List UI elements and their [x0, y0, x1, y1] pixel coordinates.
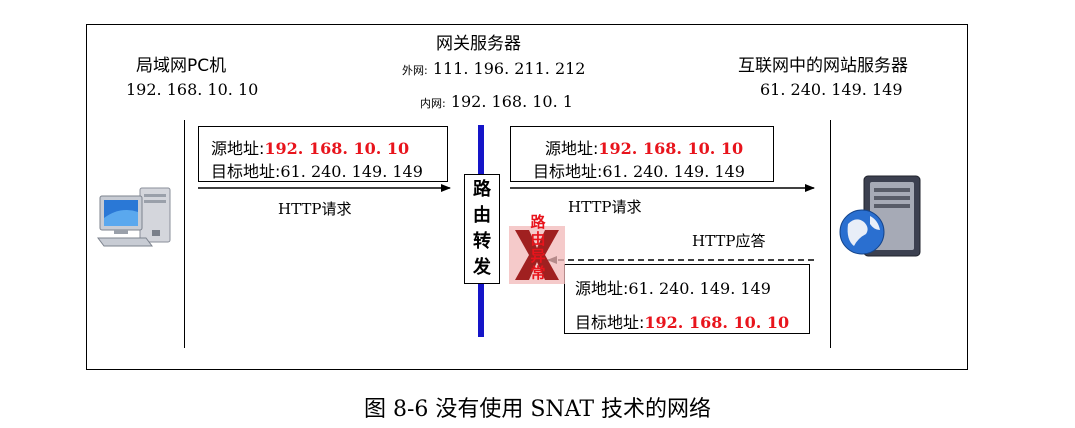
packet-right-dst-label: 目标地址: [533, 162, 603, 181]
pc-icon [97, 187, 171, 247]
packet-right-dst-row: 目标地址:61. 240. 149. 149 [533, 158, 745, 182]
router-char-3: 转 [473, 231, 491, 252]
gateway-lan: 内网: 192. 168. 10. 1 [420, 94, 573, 110]
server-title: 互联网中的网站服务器 [738, 56, 908, 76]
client-title: 局域网PC机 [136, 56, 227, 76]
packet-left-dst-row: 目标地址:61. 240. 149. 149 [211, 158, 423, 182]
server-lifeline [830, 120, 831, 348]
packet-reply-dst-value: 192. 168. 10. 10 [644, 313, 790, 332]
packet-reply-box: 源地址:61. 240. 149. 149 目标地址:192. 168. 10.… [564, 264, 810, 334]
packet-reply-src-label: 源地址: [575, 279, 629, 298]
request-label-left: HTTP请求 [278, 200, 352, 218]
packet-right-src-label: 源地址: [545, 139, 599, 158]
failure-text: 路由异常 [530, 213, 546, 282]
packet-right-dst-value: 61. 240. 149. 149 [602, 162, 745, 181]
router-char-2: 由 [473, 205, 491, 226]
packet-right-src-value: 192. 168. 10. 10 [598, 139, 744, 158]
gateway-wan-ip: 111. 196. 211. 212 [432, 59, 586, 78]
gateway-wan: 外网: 111. 196. 211. 212 [402, 61, 585, 77]
gateway-wan-label: 外网: [402, 64, 428, 77]
router-char-1: 路 [473, 179, 491, 200]
router-box: 路 由 转 发 [464, 174, 500, 284]
client-ip: 192. 168. 10. 10 [126, 80, 259, 99]
packet-right-src-row: 源地址:192. 168. 10. 10 [545, 135, 743, 159]
gateway-title: 网关服务器 [436, 34, 521, 54]
packet-reply-src-row: 源地址:61. 240. 149. 149 [575, 275, 771, 299]
reply-label: HTTP应答 [692, 232, 766, 250]
diagram-frame [86, 24, 968, 370]
client-lifeline [184, 120, 185, 348]
gateway-lan-label: 内网: [420, 97, 446, 110]
packet-right-box: 源地址:192. 168. 10. 10 目标地址:61. 240. 149. … [510, 126, 774, 182]
packet-left-box: 源地址:192. 168. 10. 10 目标地址:61. 240. 149. … [198, 126, 448, 182]
router-char-4: 发 [473, 257, 491, 278]
packet-left-dst-value: 61. 240. 149. 149 [280, 162, 423, 181]
failure-x-icon [509, 226, 565, 284]
packet-left-src-label: 源地址: [211, 139, 265, 158]
packet-reply-dst-row: 目标地址:192. 168. 10. 10 [575, 309, 789, 333]
packet-left-src-row: 源地址:192. 168. 10. 10 [211, 135, 409, 159]
gateway-lan-ip: 192. 168. 10. 1 [450, 92, 573, 111]
server-icon [839, 175, 921, 257]
figure-caption: 图 8-6 没有使用 SNAT 技术的网络 [363, 397, 712, 422]
packet-left-src-value: 192. 168. 10. 10 [264, 139, 410, 158]
request-label-right: HTTP请求 [568, 198, 642, 216]
packet-reply-src-value: 61. 240. 149. 149 [628, 279, 771, 298]
packet-reply-dst-label: 目标地址: [575, 313, 645, 332]
server-ip: 61. 240. 149. 149 [760, 80, 903, 99]
packet-left-dst-label: 目标地址: [211, 162, 281, 181]
